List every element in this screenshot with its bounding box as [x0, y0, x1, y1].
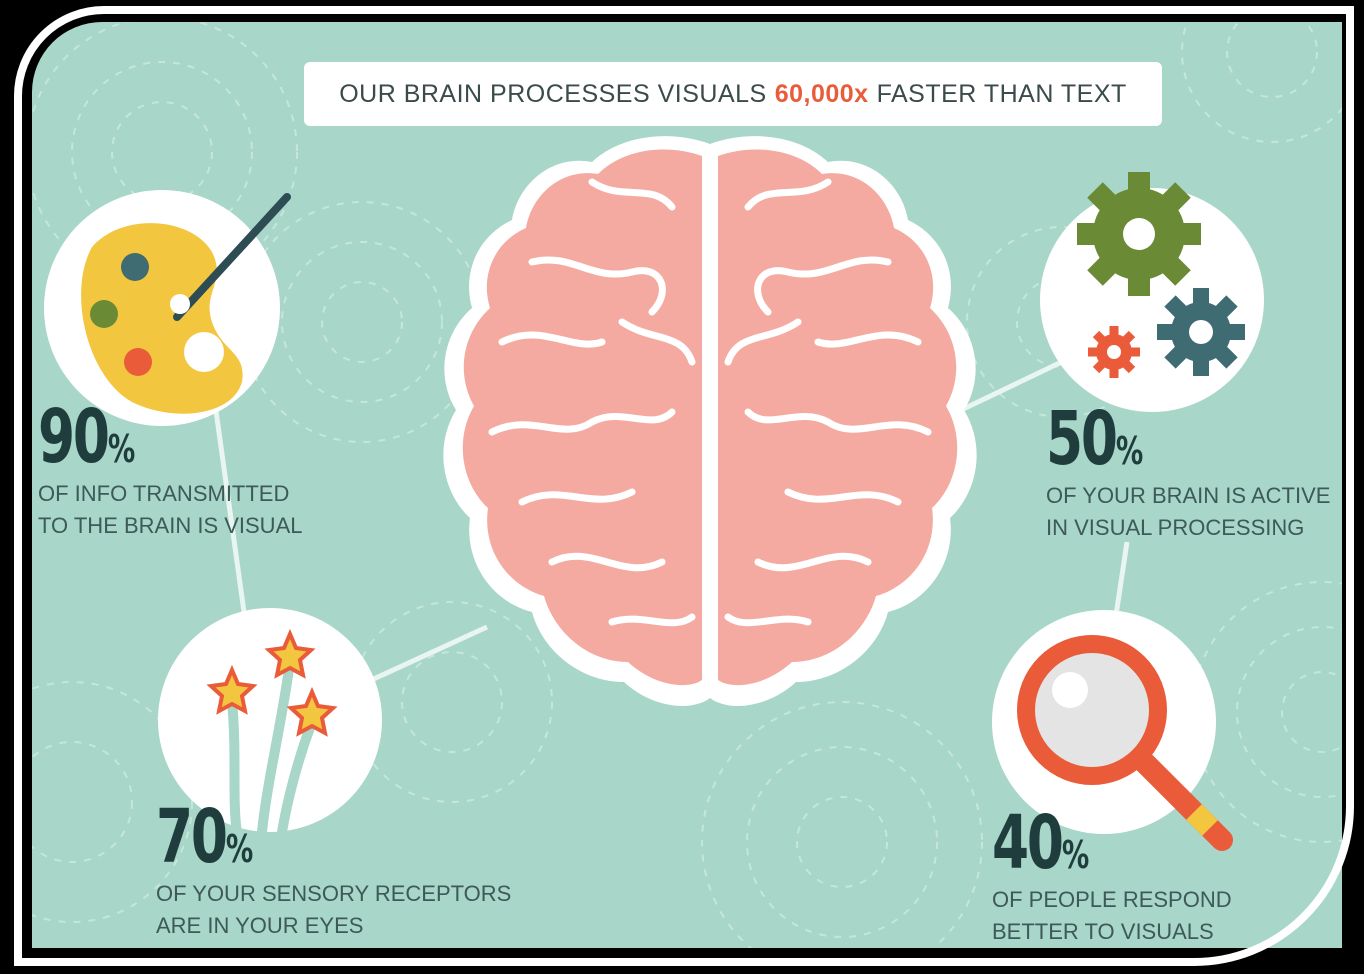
headline-highlight: 60,000x: [774, 79, 869, 108]
headline-text-start: OUR BRAIN PROCESSES VISUALS: [339, 79, 767, 108]
magnifier-icon: [992, 610, 1233, 851]
connector-lines: [209, 354, 1130, 685]
stat-number: 70%: [156, 794, 254, 880]
stat-number: 40%: [992, 800, 1090, 886]
infographic-card: OUR BRAIN PROCESSES VISUALS 60,000x FAST…: [32, 22, 1342, 948]
flowers-icon: [158, 608, 382, 837]
stat-number: 50%: [1046, 396, 1144, 482]
palette-icon: [44, 190, 291, 426]
illustration-layer: [32, 22, 1342, 948]
gears-icon: [1040, 172, 1264, 412]
headline-text-end: FASTER THAN TEXT: [876, 79, 1127, 108]
headline-banner: OUR BRAIN PROCESSES VISUALS 60,000x FAST…: [304, 62, 1162, 126]
stat-number: 90%: [38, 394, 136, 480]
brain-icon: [443, 136, 977, 706]
